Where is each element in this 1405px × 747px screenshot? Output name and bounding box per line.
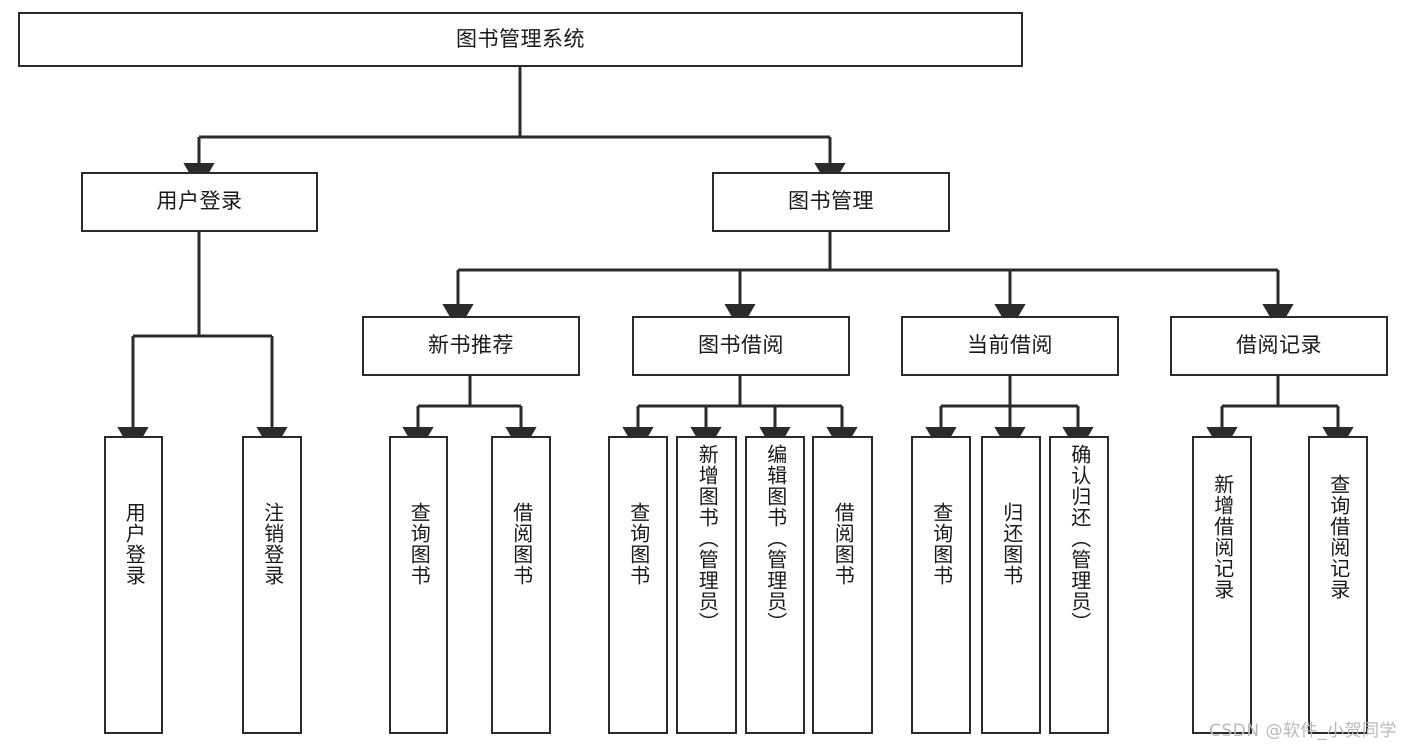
leaf-borrow-book-2-label: 借阅图书	[831, 502, 856, 586]
node-book-management-label: 图书管理	[788, 189, 874, 214]
node-user-login[interactable]: 用户登录	[81, 172, 318, 232]
node-book-borrow[interactable]: 图书借阅	[632, 316, 850, 376]
leaf-add-book[interactable]: 新增图书（管理员）	[676, 436, 737, 734]
node-new-book-recommend[interactable]: 新书推荐	[362, 316, 580, 376]
node-current-borrow-label: 当前借阅	[967, 333, 1053, 358]
node-user-login-label: 用户登录	[156, 189, 243, 214]
leaf-query-book-3[interactable]: 查询图书	[911, 436, 971, 734]
node-book-borrow-label: 图书借阅	[698, 333, 784, 358]
leaf-return-book[interactable]: 归还图书	[981, 436, 1041, 734]
leaf-query-record[interactable]: 查询借阅记录	[1308, 436, 1368, 734]
leaf-add-book-label: 新增图书（管理员）	[695, 444, 720, 633]
leaf-user-logout-label: 注销登录	[260, 502, 285, 586]
leaf-user-login[interactable]: 用户登录	[104, 436, 163, 734]
node-borrow-record[interactable]: 借阅记录	[1170, 316, 1388, 376]
leaf-query-book-2-label: 查询图书	[626, 502, 651, 586]
leaf-query-book-1[interactable]: 查询图书	[389, 436, 448, 734]
node-borrow-record-label: 借阅记录	[1236, 333, 1322, 358]
node-book-management[interactable]: 图书管理	[712, 172, 950, 232]
leaf-borrow-book-2[interactable]: 借阅图书	[812, 436, 873, 734]
leaf-add-record[interactable]: 新增借阅记录	[1192, 436, 1252, 734]
node-new-book-recommend-label: 新书推荐	[428, 333, 514, 358]
leaf-borrow-book-1[interactable]: 借阅图书	[491, 436, 551, 734]
node-root[interactable]: 图书管理系统	[18, 12, 1023, 67]
watermark: CSDN @软件_小贺同学	[1209, 721, 1397, 741]
leaf-confirm-return-label: 确认归还（管理员）	[1067, 444, 1092, 633]
leaf-add-record-label: 新增借阅记录	[1210, 474, 1235, 600]
leaf-query-book-2[interactable]: 查询图书	[608, 436, 668, 734]
leaf-user-login-label: 用户登录	[122, 502, 147, 586]
node-current-borrow[interactable]: 当前借阅	[901, 316, 1119, 376]
node-root-label: 图书管理系统	[456, 26, 585, 51]
leaf-query-record-label: 查询借阅记录	[1326, 474, 1351, 600]
leaf-edit-book[interactable]: 编辑图书（管理员）	[745, 436, 805, 734]
leaf-query-book-3-label: 查询图书	[929, 502, 954, 586]
leaf-borrow-book-1-label: 借阅图书	[509, 502, 534, 586]
leaf-return-book-label: 归还图书	[999, 502, 1024, 586]
leaf-query-book-1-label: 查询图书	[407, 502, 432, 586]
leaf-user-logout[interactable]: 注销登录	[242, 436, 302, 734]
leaf-confirm-return[interactable]: 确认归还（管理员）	[1049, 436, 1109, 734]
leaf-edit-book-label: 编辑图书（管理员）	[763, 444, 788, 633]
